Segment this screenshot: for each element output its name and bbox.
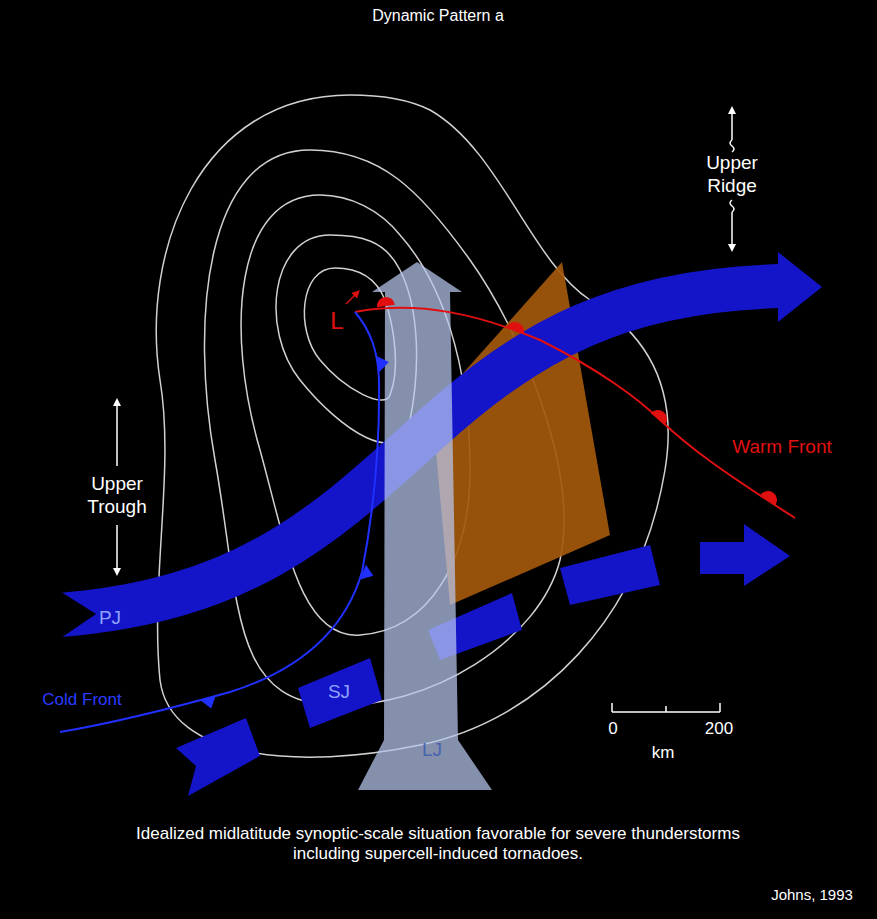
subtropical-jet (176, 524, 790, 796)
front-label: Warm Front (732, 436, 832, 459)
low-level-jet (358, 262, 492, 790)
scale-number: 0 (608, 719, 617, 739)
diagram-caption: Idealized midlatitude synoptic-scale sit… (128, 824, 748, 865)
cold-front (60, 312, 390, 732)
jet-label: SJ (328, 681, 350, 704)
scale-bar (612, 703, 720, 712)
axis-label: Upper Ridge (706, 152, 758, 198)
diagram-title: Dynamic Pattern a (372, 6, 504, 25)
scale-unit: km (652, 743, 675, 763)
source-credit: Johns, 1993 (771, 886, 853, 904)
axis-label: Upper Trough (87, 473, 147, 519)
scale-number: 200 (705, 719, 733, 739)
warm-front (355, 296, 795, 518)
low-motion-arrow (346, 293, 357, 304)
low-center-label: L (330, 307, 343, 336)
jet-label: PJ (99, 607, 121, 630)
front-label: Cold Front (40, 690, 123, 710)
jet-label: LJ (422, 739, 442, 762)
